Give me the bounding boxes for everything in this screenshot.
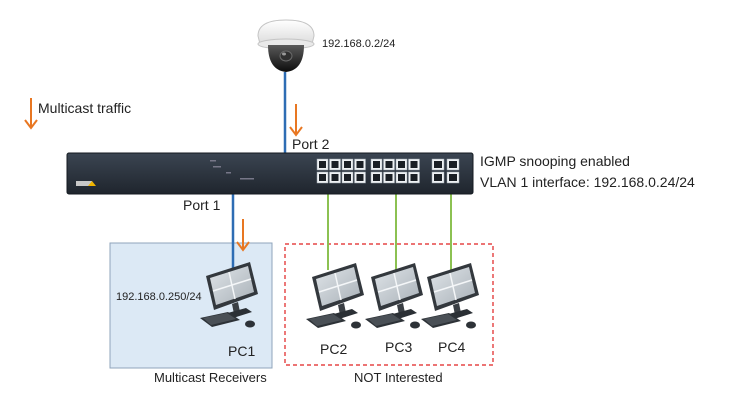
switch-port-socket [434, 174, 442, 181]
switch-port-socket [410, 161, 418, 168]
switch-port-socket [434, 161, 442, 168]
network-switch [66, 152, 474, 195]
switch-ports [316, 158, 460, 184]
pc2-computer-icon [305, 262, 365, 330]
switch-port-socket [344, 174, 351, 181]
port1-label: Port 1 [183, 197, 221, 213]
not-interested-group [284, 243, 494, 366]
switch-logo [76, 181, 92, 186]
switch-port-socket [385, 161, 393, 168]
switch-port-socket [449, 174, 457, 181]
not-interested-group-label: NOT Interested [354, 370, 443, 385]
pc3-computer-icon [364, 262, 424, 330]
switch-port-socket [356, 161, 364, 168]
pc1-label: PC1 [228, 343, 256, 359]
switch-port-socket [373, 174, 380, 181]
pc1-ip-label: 192.168.0.250/24 [116, 291, 202, 303]
dome-camera-icon [257, 19, 315, 72]
switch-port-socket [373, 161, 380, 168]
legend-label: Multicast traffic [38, 100, 132, 116]
igmp-status-label: IGMP snooping enabled [480, 153, 630, 169]
switch-port-socket [344, 161, 351, 168]
switch-port-socket [398, 174, 405, 181]
port1-traffic-arrow-icon [236, 219, 250, 252]
switch-port-socket [385, 174, 393, 181]
pc2-label: PC2 [320, 341, 348, 357]
switch-port-socket [331, 161, 339, 168]
switch-port-socket [356, 174, 364, 181]
legend-arrow-icon [24, 98, 38, 130]
switch-port-socket [398, 161, 405, 168]
receivers-group-label: Multicast Receivers [154, 370, 267, 385]
switch-port-socket [319, 161, 326, 168]
port2-label: Port 2 [292, 136, 330, 152]
switch-port-socket [410, 174, 418, 181]
pc4-computer-icon [420, 262, 480, 330]
pc4-label: PC4 [438, 339, 466, 355]
switch-port-socket [331, 174, 339, 181]
pc3-label: PC3 [385, 339, 413, 355]
camera-ip-label: 192.168.0.2/24 [322, 38, 396, 50]
switch-port-socket [319, 174, 326, 181]
vlan-interface-label: VLAN 1 interface: 192.168.0.24/24 [480, 174, 695, 190]
switch-port-socket [449, 161, 457, 168]
port2-traffic-arrow-icon [289, 104, 303, 137]
